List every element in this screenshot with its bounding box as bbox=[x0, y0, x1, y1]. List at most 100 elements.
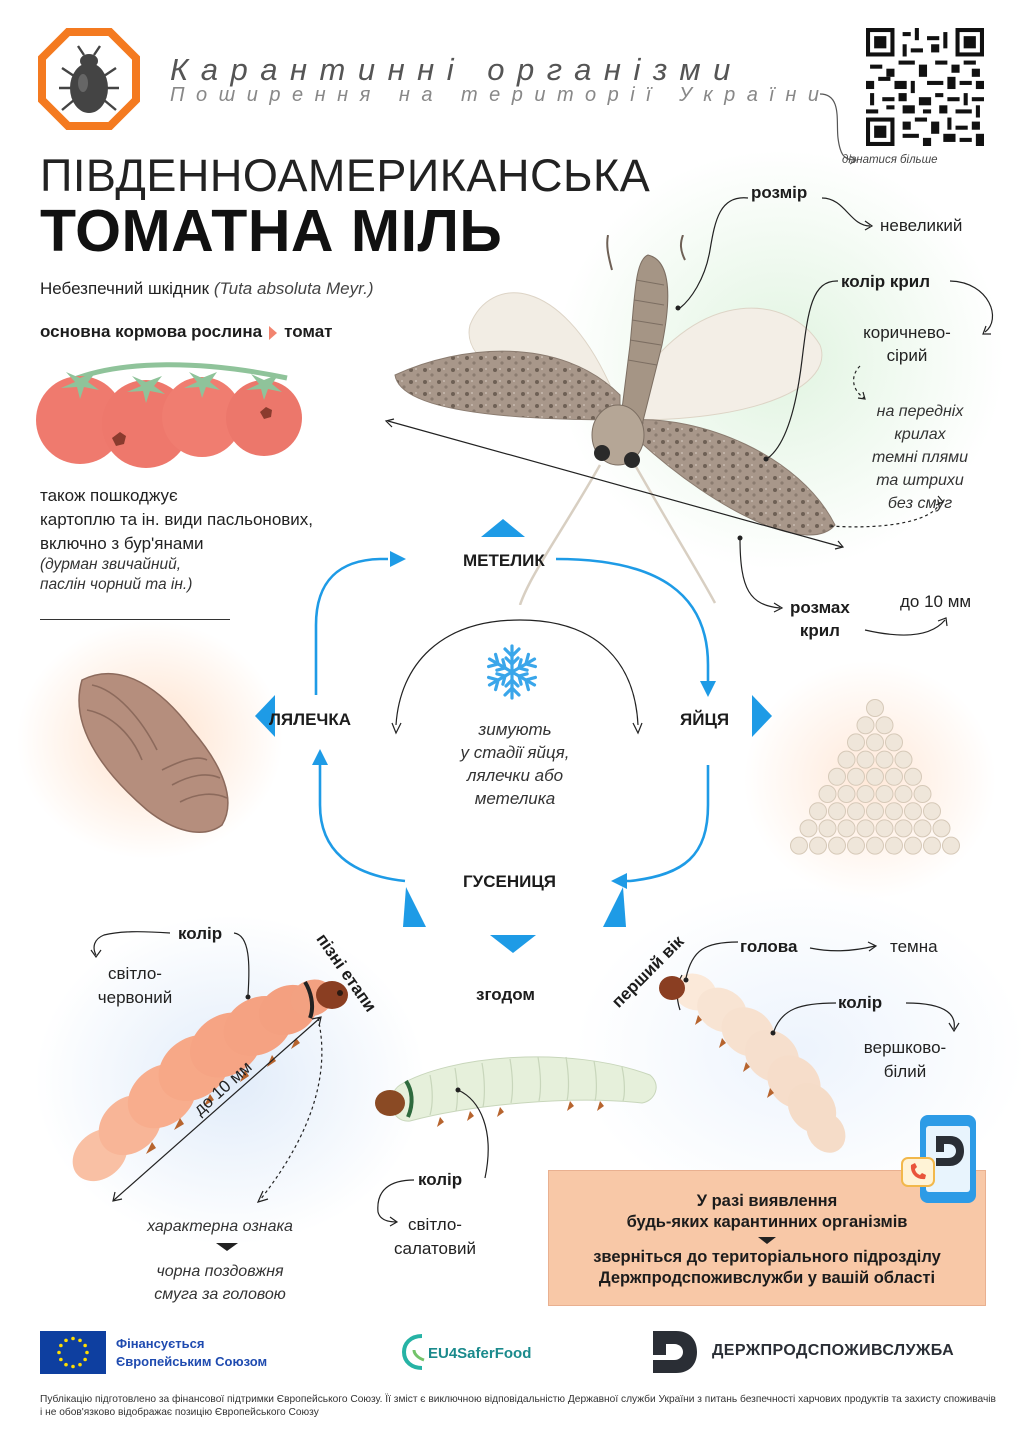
phone-icon[interactable] bbox=[900, 1112, 982, 1207]
egg bbox=[847, 733, 865, 752]
egg bbox=[894, 750, 913, 769]
eu-star bbox=[57, 1350, 61, 1355]
dpss-logo-icon bbox=[653, 1331, 697, 1373]
wing-note-pointer bbox=[829, 495, 944, 528]
eu-funding-text: Фінансується Європейським Союзом bbox=[116, 1335, 267, 1371]
mid-color-label: колір bbox=[418, 1170, 463, 1189]
triangle-arrow-icon bbox=[269, 325, 278, 340]
egg bbox=[828, 802, 846, 821]
wing-note-3: темні плями bbox=[871, 449, 969, 466]
egg bbox=[875, 716, 894, 735]
host-plant-label: основна кормова рослина bbox=[40, 322, 263, 341]
eu-funding-line-2: Європейським Союзом bbox=[116, 1354, 268, 1369]
pest-descriptor: Небезпечний шкідник bbox=[40, 279, 214, 298]
disclaimer: Публікацію підготовлено за фінансової пі… bbox=[40, 1394, 996, 1418]
contact-line-1: У разі виявлення bbox=[696, 1192, 838, 1210]
title-line-1: ПІВДЕННОАМЕРИКАНСЬКА bbox=[40, 150, 651, 201]
also-damages-line-2: картоплю та ін. види пасльонових, bbox=[40, 510, 314, 529]
eu-star bbox=[78, 1338, 82, 1343]
egg bbox=[904, 802, 922, 821]
egg bbox=[856, 750, 875, 769]
stage-eggs: ЯЙЦЯ bbox=[680, 710, 730, 729]
wingspan-measure-line bbox=[384, 418, 845, 550]
eu-star bbox=[78, 1362, 82, 1367]
late-color-label: колір bbox=[178, 924, 223, 943]
first-color-callout-lines bbox=[770, 1002, 960, 1036]
egg bbox=[809, 836, 827, 855]
stage-butterfly: МЕТЕЛИК bbox=[463, 551, 545, 570]
weed-examples-line-1: (дурман звичайний, bbox=[40, 556, 182, 573]
egg bbox=[875, 785, 894, 803]
egg bbox=[904, 767, 922, 786]
egg bbox=[837, 750, 856, 769]
egg bbox=[942, 836, 960, 855]
egg bbox=[818, 819, 837, 838]
egg bbox=[809, 802, 827, 821]
egg bbox=[818, 785, 837, 803]
dpss-logo-text: ДЕРЖПРОДСПОЖИВСЛУЖБА bbox=[712, 1342, 955, 1359]
overwintering-note-3: лялечки або bbox=[466, 766, 564, 785]
eu-funding-line-1: Фінансується bbox=[116, 1336, 205, 1351]
first-color-value-1: вершково- bbox=[863, 1038, 947, 1057]
egg bbox=[894, 785, 913, 803]
egg bbox=[923, 836, 941, 855]
mid-larva-illustration bbox=[375, 1056, 657, 1127]
wingspan-label-2: крил bbox=[799, 621, 840, 640]
late-color-callout-lines bbox=[90, 931, 251, 1000]
overwintering-note: зимують у стадії яйця, лялечки або метел… bbox=[430, 718, 600, 810]
contact-line-4: Держпродспоживслужби у вашій області bbox=[598, 1269, 936, 1287]
eu-star bbox=[64, 1338, 68, 1343]
eu-star bbox=[85, 1350, 89, 1355]
egg bbox=[866, 802, 884, 821]
egg bbox=[828, 836, 846, 855]
pest-subtitle: Небезпечний шкідник (Tuta absoluta Meyr.… bbox=[40, 279, 374, 299]
moth-illustration bbox=[394, 235, 836, 605]
host-plant-name: томат bbox=[284, 322, 333, 341]
wingspan-callout-lines bbox=[737, 535, 948, 636]
size-value: невеликий bbox=[880, 216, 963, 235]
feature-value-1: чорна поздовжня bbox=[156, 1263, 284, 1280]
series-subtitle: Поширення на території України bbox=[170, 84, 831, 106]
egg bbox=[875, 750, 894, 769]
contact-line-3: зверніться до територіального підрозділу bbox=[593, 1248, 941, 1266]
egg bbox=[837, 819, 856, 838]
weed-examples: (дурман звичайний, паслін чорний та ін.) bbox=[40, 555, 192, 595]
egg bbox=[866, 733, 884, 752]
host-plant-line: основна кормова рослина томат bbox=[40, 322, 333, 342]
head-value: темна bbox=[890, 937, 938, 956]
pupa-illustration bbox=[78, 672, 229, 833]
egg bbox=[856, 716, 875, 735]
stage-pupa: ЛЯЛЕЧКА bbox=[269, 710, 352, 729]
overwintering-note-4: метелика bbox=[474, 789, 556, 808]
eu-star bbox=[83, 1357, 87, 1362]
also-damages-line-1: також пошкоджує bbox=[40, 486, 178, 505]
eu-star bbox=[59, 1343, 63, 1348]
egg bbox=[894, 819, 913, 838]
egg bbox=[885, 733, 903, 752]
egg bbox=[866, 836, 884, 855]
first-instar-larva-illustration bbox=[659, 973, 846, 1153]
egg bbox=[885, 767, 903, 786]
eu-star bbox=[64, 1362, 68, 1367]
divider bbox=[40, 619, 230, 620]
mid-color-value-2: салатовий bbox=[393, 1239, 477, 1258]
eu4saferfood-logo-icon bbox=[401, 1334, 425, 1370]
tomato-illustration bbox=[36, 362, 302, 468]
mid-color-callout-lines bbox=[377, 1087, 489, 1227]
egg bbox=[856, 785, 875, 803]
egg bbox=[799, 819, 818, 838]
egg bbox=[904, 836, 922, 855]
wing-note-4: та штрихи bbox=[876, 472, 964, 489]
eu-flag-icon bbox=[40, 1331, 106, 1374]
mid-color-value-1: світло- bbox=[408, 1215, 462, 1234]
egg bbox=[923, 802, 941, 821]
egg bbox=[866, 699, 884, 717]
series-title: Карантинні організми bbox=[170, 52, 743, 87]
down-triangle-icon bbox=[216, 1243, 238, 1251]
feature-value-2: смуга за головою bbox=[154, 1286, 286, 1303]
wing-color-value-2: сірий bbox=[886, 346, 928, 365]
wingspan-label-1: розмах bbox=[790, 598, 850, 617]
wingspan-label: розмах крил bbox=[790, 596, 850, 642]
size-label: розмір bbox=[751, 183, 808, 202]
qr-code[interactable] bbox=[866, 28, 984, 146]
